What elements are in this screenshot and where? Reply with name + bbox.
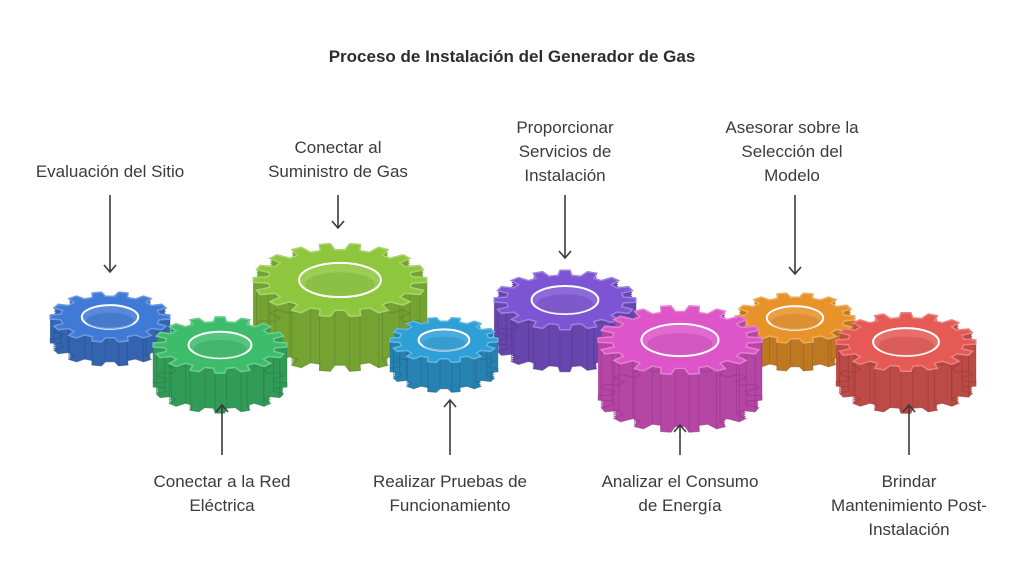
arrow-2: [215, 403, 229, 455]
diagram-title: Proceso de Instalación del Generador de …: [328, 47, 696, 66]
arrow-1: [103, 195, 117, 274]
arrow-6: [673, 423, 687, 455]
gear-8: [835, 311, 977, 414]
step-label-1: Evaluación del Sitio: [35, 162, 185, 181]
gear-5: [493, 269, 637, 373]
gear-2: [152, 316, 288, 414]
arrow-7: [788, 195, 802, 276]
gear-7: [734, 292, 856, 372]
arrow-3: [331, 195, 345, 230]
arrow-5: [558, 195, 572, 260]
gear-4: [389, 316, 499, 393]
gear-6: [597, 305, 763, 433]
gear-3: [252, 242, 428, 372]
arrow-4: [443, 398, 457, 455]
gear-1: [49, 291, 171, 367]
arrow-8: [902, 403, 916, 455]
